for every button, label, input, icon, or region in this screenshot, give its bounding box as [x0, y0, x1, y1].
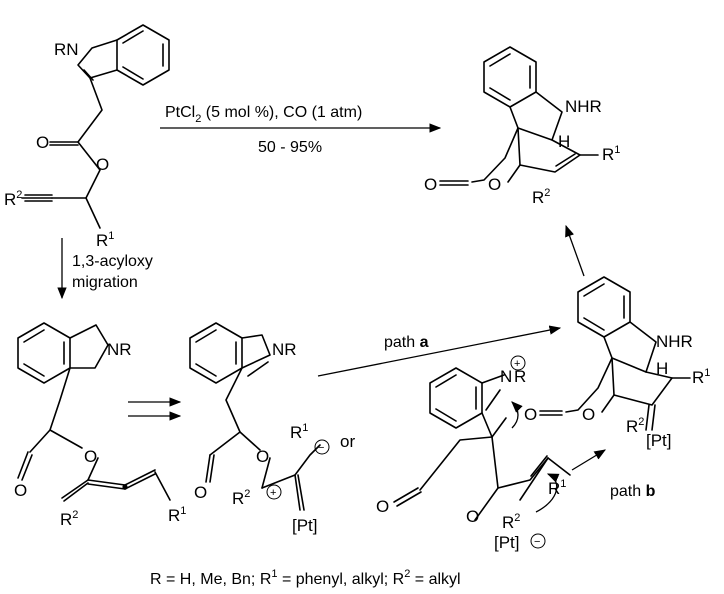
- atom-nhr: NHR: [656, 332, 693, 351]
- atom-o-lactone-carbonyl: O: [524, 405, 537, 424]
- allene-intermediate: NR O O R2 R1: [14, 322, 186, 529]
- atom-o-carbonyl: O: [194, 483, 207, 502]
- path-b-label: path b: [610, 483, 656, 500]
- label-r2: R2: [4, 189, 22, 209]
- path-a-label: path a: [384, 334, 429, 351]
- label-pt: [Pt]: [292, 516, 318, 535]
- label-r1: R1: [168, 505, 186, 525]
- or-label: or: [340, 432, 355, 451]
- product: NHR H O O R1 R2: [424, 46, 620, 207]
- atom-o-carbonyl: O: [14, 481, 27, 500]
- atom-o-ester: O: [84, 447, 97, 466]
- path-b-arrow: [571, 449, 607, 471]
- atom-nr: NR: [272, 340, 297, 359]
- atom-o-ester: O: [96, 155, 109, 174]
- reaction-yield: 50 - 95%: [258, 139, 322, 156]
- migration-label: 1,3-acyloxy: [72, 253, 153, 270]
- label-r2: R2: [626, 416, 644, 436]
- label-pt: [Pt]: [494, 533, 520, 552]
- atom-o-carbonyl: O: [36, 133, 49, 152]
- starting-material: RN O O R2 R1: [4, 24, 170, 250]
- atom-h: H: [558, 132, 570, 151]
- label-r1: R1: [602, 144, 620, 164]
- label-r2: R2: [60, 509, 78, 529]
- atom-o-ester: O: [256, 447, 269, 466]
- cyclized-intermediate: NHR H O O R1 R2 [Pt]: [524, 276, 710, 450]
- atom-o-lactone-ring: O: [582, 405, 595, 424]
- atom-nr: NR: [107, 340, 132, 359]
- platinum-intermediate: − + NR O O R1 R2 [Pt]: [189, 322, 330, 535]
- migration-label: migration: [72, 274, 138, 291]
- atom-rn: RN: [54, 40, 79, 59]
- final-arrow: [565, 224, 585, 277]
- atom-r: R: [514, 367, 526, 386]
- label-r2: R2: [502, 512, 520, 532]
- label-r1: R1: [548, 478, 566, 498]
- label-r1: R1: [692, 367, 710, 387]
- reaction-conditions: PtCl2 (5 mol %), CO (1 atm): [165, 104, 362, 125]
- atom-nhr: NHR: [565, 97, 602, 116]
- atom-o-lactone-carbonyl: O: [424, 175, 437, 194]
- charge-minus: −: [534, 536, 540, 548]
- iminium-intermediate: + − N R O O R1 R2 [Pt]: [376, 355, 571, 552]
- charge-minus: −: [318, 442, 324, 454]
- charge-plus: +: [270, 487, 276, 499]
- label-r2: R2: [232, 488, 250, 508]
- charge-plus: +: [514, 358, 520, 370]
- atom-o-lactone-ring: O: [488, 175, 501, 194]
- label-r2: R2: [532, 187, 550, 207]
- label-r1: R1: [96, 230, 114, 250]
- atom-n: N: [500, 367, 512, 386]
- label-r1: R1: [290, 422, 308, 442]
- substituent-legend: R = H, Me, Bn; R1 = phenyl, alkyl; R2 = …: [150, 568, 461, 588]
- label-pt: [Pt]: [646, 431, 672, 450]
- atom-h: H: [656, 359, 668, 378]
- atom-o-ring: O: [466, 507, 479, 526]
- path-a-arrow: [317, 325, 562, 377]
- atom-o-carbonyl: O: [376, 497, 389, 516]
